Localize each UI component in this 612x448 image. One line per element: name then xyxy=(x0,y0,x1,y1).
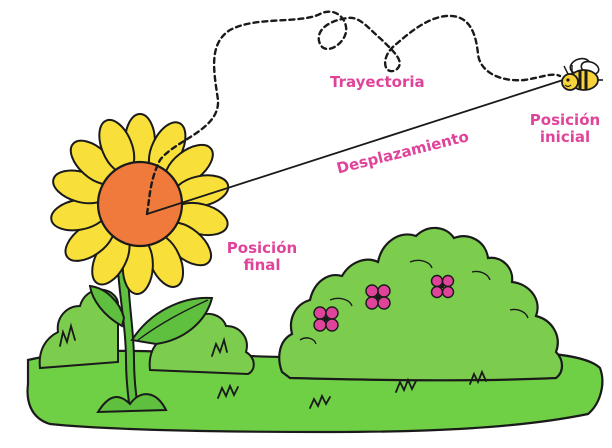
label-posicion-final-line1: Posición xyxy=(222,240,302,257)
flower-cluster-2 xyxy=(366,285,390,309)
bush-right xyxy=(279,228,562,380)
label-posicion-inicial-line1: Posición xyxy=(526,112,604,129)
label-posicion-inicial-line2: inicial xyxy=(526,129,604,146)
flower-cluster-3 xyxy=(432,276,454,298)
label-posicion-final-line2: final xyxy=(222,257,302,274)
bee-icon xyxy=(562,56,603,90)
label-trayectoria: Trayectoria xyxy=(330,74,425,91)
sunflower-center xyxy=(98,162,182,246)
label-posicion-final: Posición final xyxy=(222,240,302,275)
label-posicion-inicial: Posición inicial xyxy=(526,112,604,147)
flower-cluster-1 xyxy=(314,307,338,331)
